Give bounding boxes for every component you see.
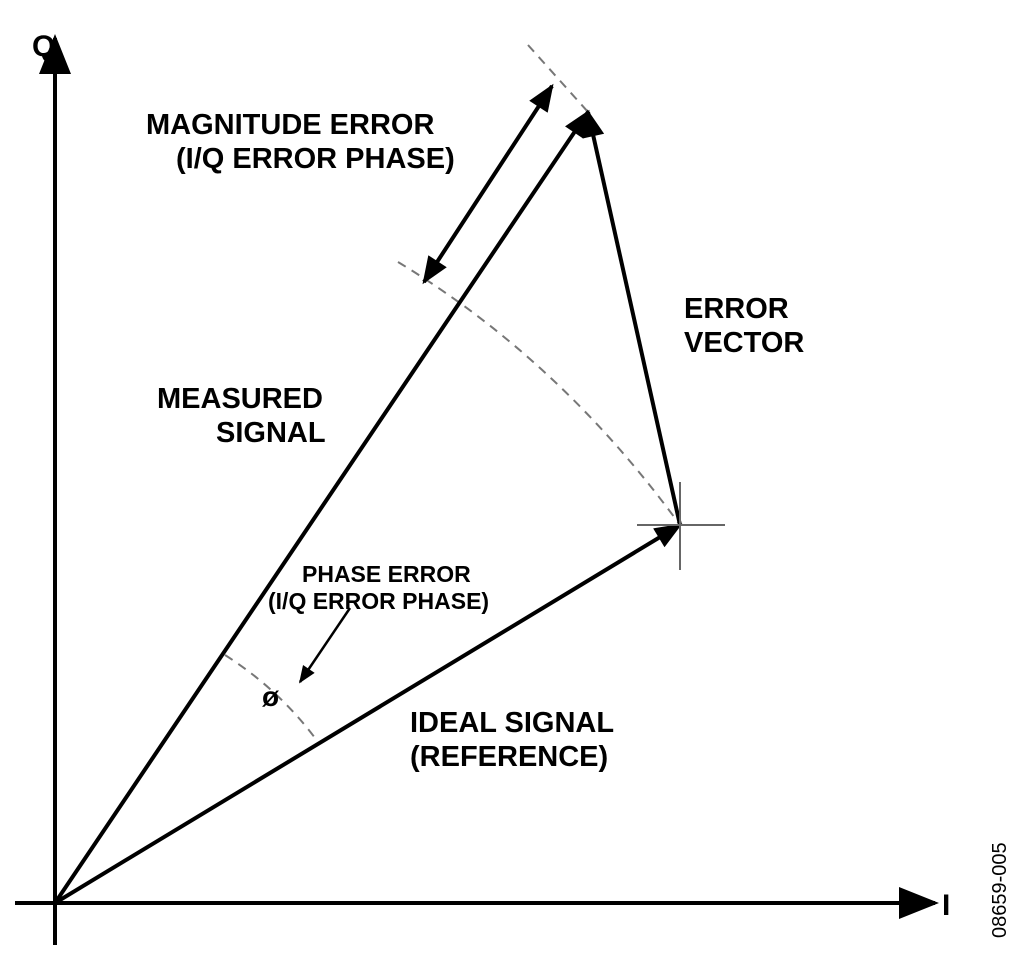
magnitude-tick-line xyxy=(527,44,589,113)
phase-error-symbol: ø xyxy=(262,681,279,712)
error-vector-label: ERROR VECTOR xyxy=(684,293,804,359)
magnitude-error-label: MAGNITUDE ERROR (I/Q ERROR PHASE) xyxy=(146,109,455,175)
magnitude-error-arrow xyxy=(422,83,554,285)
q-axis-label: Q xyxy=(32,30,55,63)
measured-signal-vector xyxy=(53,109,590,905)
phase-error-arc xyxy=(224,654,319,743)
ideal-signal-label: IDEAL SIGNAL (REFERENCE) xyxy=(410,707,622,773)
measured-signal-label: MEASURED SIGNAL xyxy=(157,383,331,449)
phase-error-label: PHASE ERROR (I/Q ERROR PHASE) xyxy=(268,561,489,614)
phase-error-pointer-arrow xyxy=(298,607,352,684)
ideal-signal-vector xyxy=(53,523,683,905)
figure-id: 08659-005 xyxy=(989,842,1011,938)
i-axis-label: I xyxy=(942,889,950,922)
reference-magnitude-arc xyxy=(397,261,681,526)
error-vector xyxy=(582,109,682,526)
